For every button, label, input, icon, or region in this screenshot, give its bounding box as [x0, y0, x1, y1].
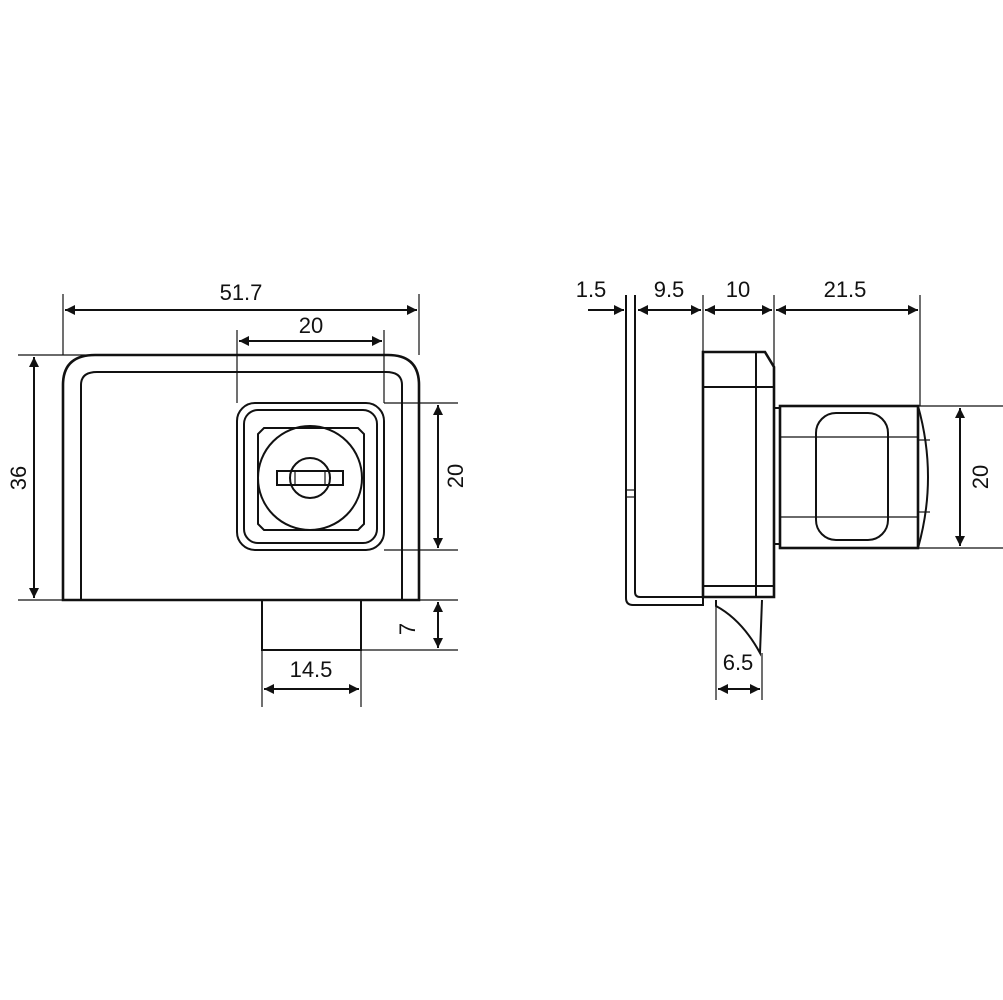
housing-inner-wall — [80, 371, 403, 600]
dimension-label-body-depth: 10 — [726, 277, 750, 302]
lock-body — [701, 350, 776, 599]
front-view: 51.7 20 36 20 7 14.5 — [6, 280, 468, 707]
dimension-label-tab-height: 7 — [395, 623, 420, 635]
lock-frame-inner — [243, 409, 378, 544]
cam — [715, 599, 763, 657]
lock-frame-outer — [236, 402, 385, 551]
dimension-label-lock-height: 20 — [443, 464, 468, 488]
side-view: 1.5 9.5 10 21.5 20 6.5 — [576, 277, 1003, 700]
key-cylinder — [257, 425, 363, 531]
lock-face — [257, 427, 365, 531]
cylinder — [778, 404, 920, 550]
dimension-label-gap-to-body: 9.5 — [654, 277, 685, 302]
dimension-label-plate-thickness: 1.5 — [576, 277, 607, 302]
key-core — [289, 457, 331, 499]
dimension-label-cam-width: 6.5 — [723, 650, 754, 675]
dimension-label-tab-width: 14.5 — [290, 657, 333, 682]
mounting-plate — [625, 295, 704, 606]
dimension-label-lock-width: 20 — [299, 313, 323, 338]
cylinder-face — [917, 405, 929, 549]
keyhole-slot — [276, 470, 344, 486]
dimension-label-cylinder-height: 20 — [968, 465, 993, 489]
cylinder-thumb-grip — [815, 412, 889, 541]
dimension-label-height-total: 36 — [6, 466, 31, 490]
dimension-label-width-total: 51.7 — [220, 280, 263, 305]
dimension-label-cylinder-length: 21.5 — [824, 277, 867, 302]
housing-outline — [61, 353, 421, 602]
bottom-tab — [261, 599, 362, 651]
